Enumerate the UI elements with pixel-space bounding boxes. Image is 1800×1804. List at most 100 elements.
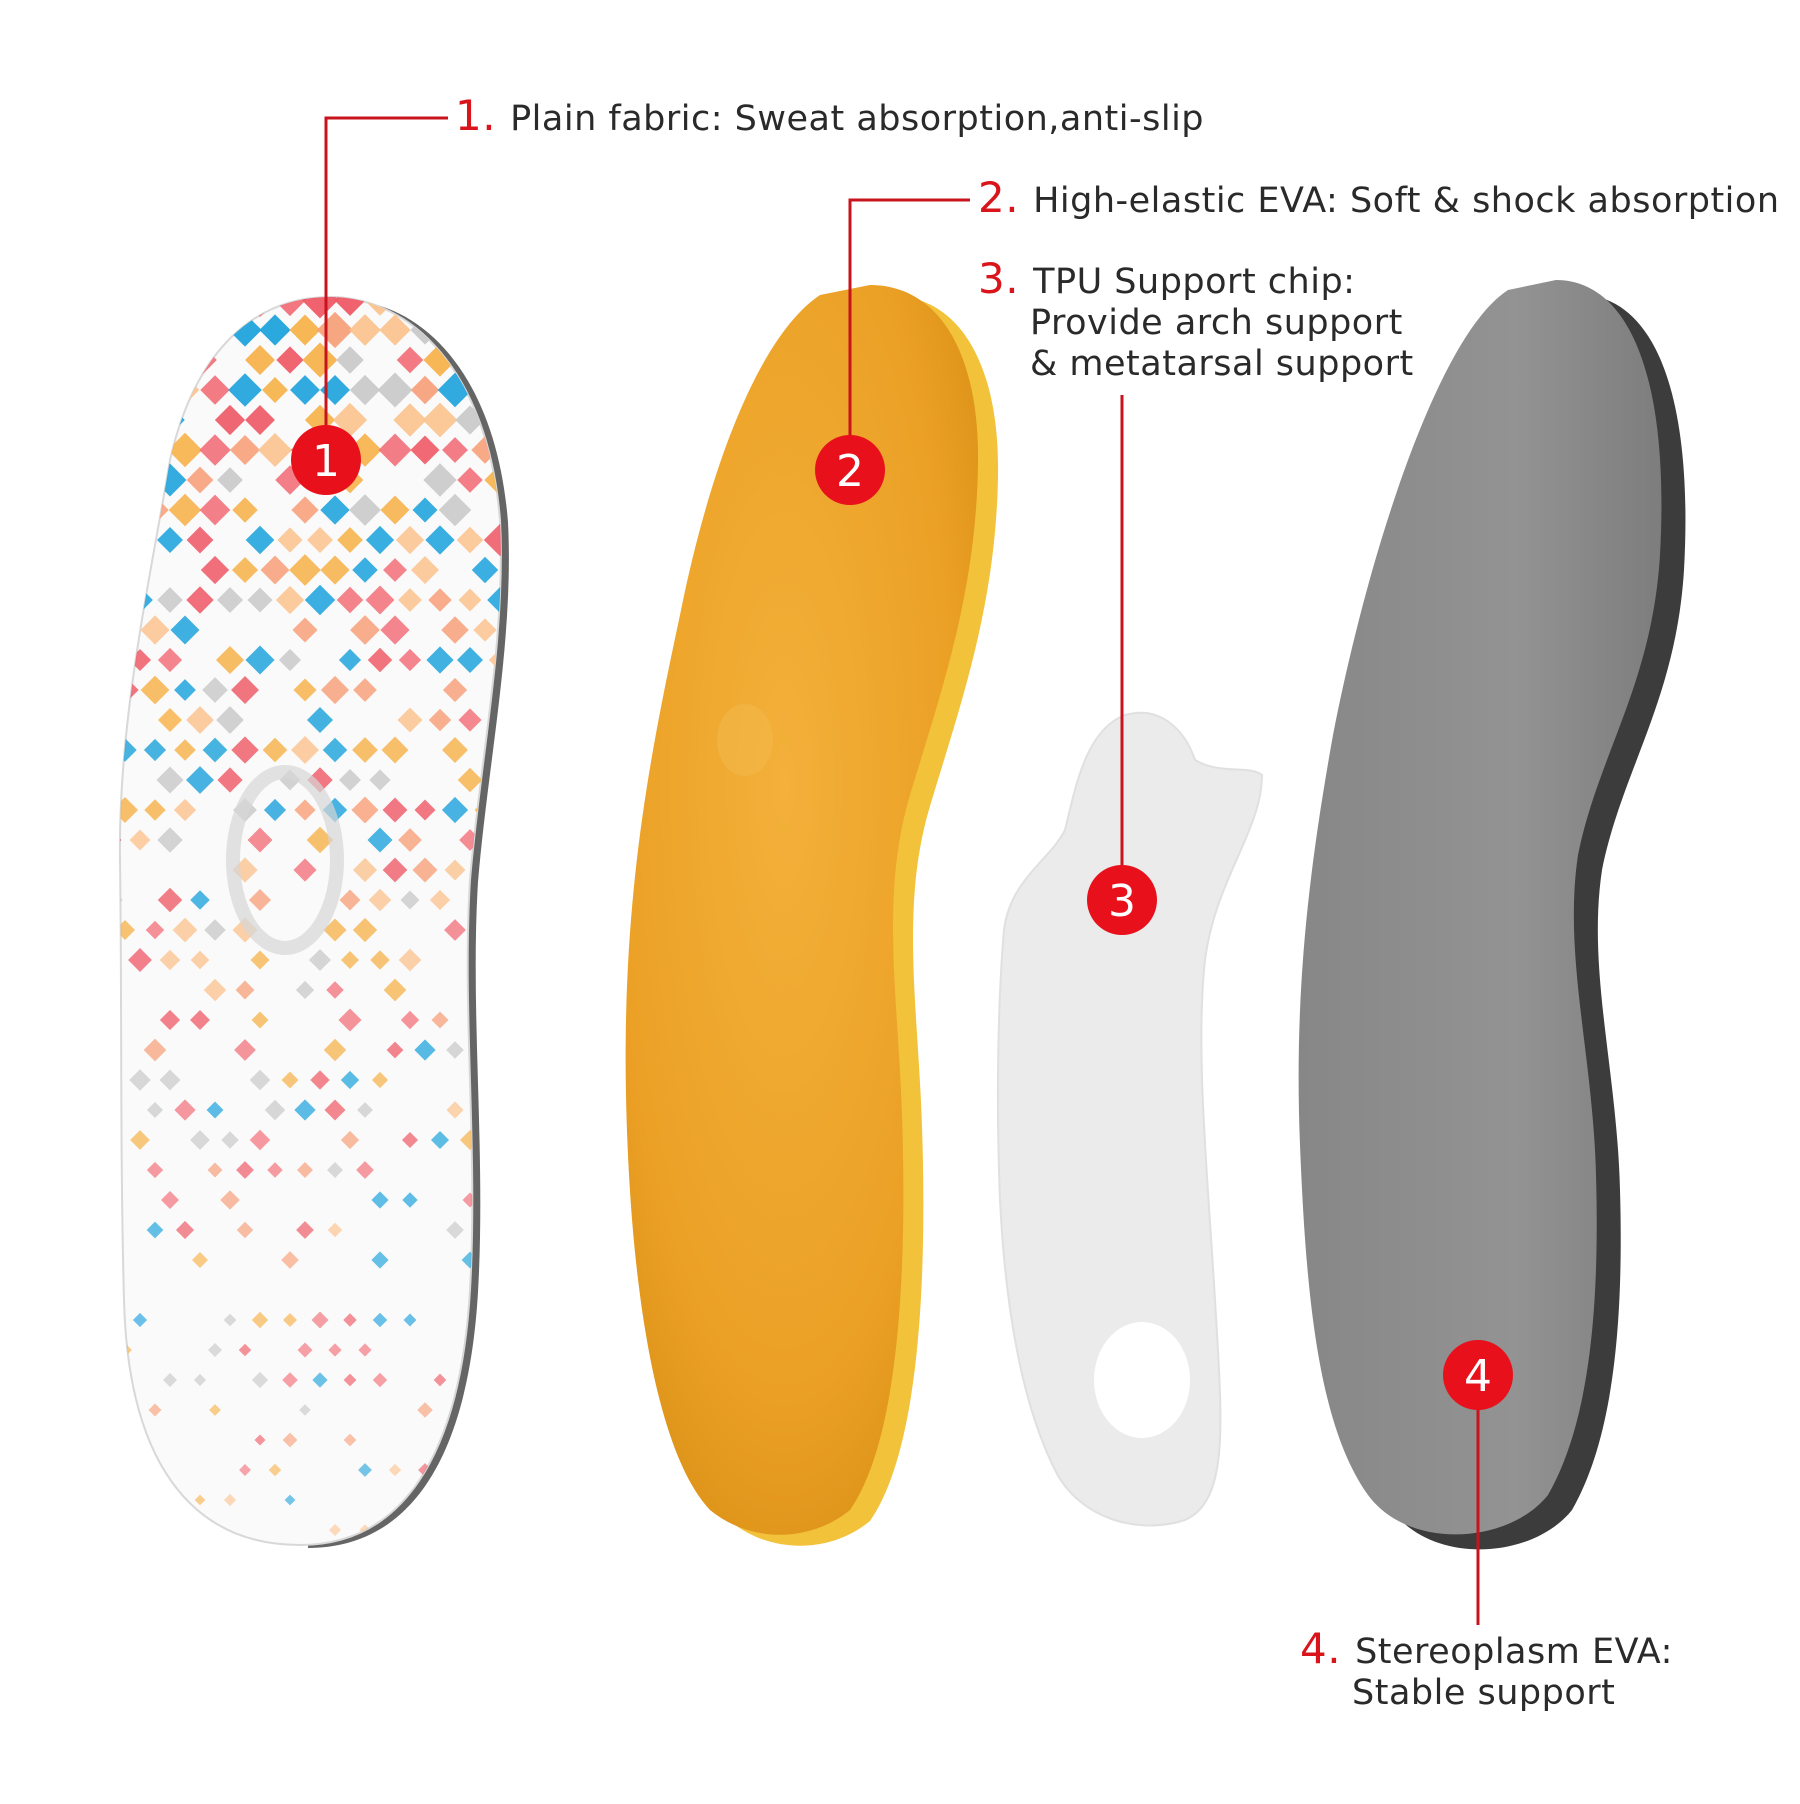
pattern-diamond — [349, 374, 381, 406]
pattern-diamond — [336, 586, 364, 614]
pattern-diamond — [323, 1038, 347, 1062]
pattern-diamond — [143, 1038, 167, 1062]
pattern-diamond — [343, 1313, 357, 1327]
pattern-diamond — [119, 314, 141, 346]
pattern-diamond — [245, 645, 275, 675]
pattern-diamond — [141, 376, 169, 404]
pattern-diamond — [174, 739, 196, 761]
pattern-diamond — [425, 525, 455, 555]
badge-2-label: 2 — [836, 446, 864, 497]
pattern-diamond — [119, 648, 122, 672]
pattern-diamond — [251, 1311, 269, 1329]
pattern-diamond — [336, 346, 364, 374]
pattern-diamond — [275, 585, 305, 615]
pattern-diamond — [247, 587, 273, 613]
pattern-diamond — [320, 675, 350, 705]
pattern-diamond — [250, 950, 270, 970]
pattern-diamond — [229, 434, 261, 466]
pattern-diamond — [292, 617, 318, 643]
pattern-diamond — [414, 799, 436, 821]
pattern-diamond — [402, 1192, 418, 1208]
pattern-diamond — [412, 857, 438, 883]
pattern-diamond — [320, 495, 350, 525]
pattern-diamond — [382, 797, 408, 823]
pattern-diamond — [396, 346, 424, 374]
pattern-diamond — [389, 1524, 401, 1536]
pattern-diamond — [433, 1373, 447, 1387]
pattern-diamond — [278, 648, 302, 672]
pattern-diamond — [471, 556, 499, 584]
pattern-diamond — [167, 432, 203, 468]
badge-1: 1 — [291, 425, 361, 495]
pattern-diamond — [412, 497, 438, 523]
pattern-diamond — [282, 1432, 298, 1448]
pattern-diamond — [140, 675, 170, 705]
pattern-diamond — [365, 585, 395, 615]
pattern-diamond — [159, 1069, 181, 1091]
pattern-diamond — [231, 736, 259, 764]
pattern-diamond — [259, 314, 291, 346]
pattern-diamond — [486, 346, 501, 374]
pattern-diamond — [145, 920, 165, 940]
pattern-diamond — [146, 1221, 164, 1239]
pattern-diamond — [236, 1221, 254, 1239]
pattern-diamond — [423, 463, 457, 497]
pattern-diamond — [379, 314, 411, 346]
pattern-diamond — [403, 1313, 417, 1327]
pattern-diamond — [119, 466, 124, 494]
pattern-diamond — [128, 948, 152, 972]
pattern-diamond — [457, 467, 483, 493]
pattern-diamond — [235, 980, 255, 1000]
pattern-diamond — [194, 1494, 206, 1506]
pattern-diamond — [217, 467, 243, 493]
pattern-diamond — [398, 588, 422, 612]
pattern-diamond — [124, 524, 156, 556]
pattern-diamond — [311, 1311, 329, 1329]
pattern-diamond — [358, 1343, 372, 1357]
pattern-diamond — [343, 1433, 357, 1447]
pattern-diamond — [134, 1434, 146, 1446]
callout-4-number: 4. — [1300, 1624, 1342, 1673]
pattern-diamond — [352, 857, 378, 883]
pattern-diamond — [479, 1524, 491, 1536]
callout-2: 2.High-elastic EVA: Soft & shock absorpt… — [978, 177, 1780, 222]
pattern-diamond — [190, 1010, 210, 1030]
pattern-diamond — [444, 919, 466, 941]
pattern-diamond — [186, 586, 214, 614]
pattern-diamond — [142, 437, 168, 463]
pattern-diamond — [249, 889, 271, 911]
pattern-diamond — [119, 796, 139, 824]
pattern-diamond — [129, 829, 151, 851]
pattern-diamond — [216, 297, 244, 314]
pattern-diamond — [186, 706, 214, 734]
pattern-diamond — [320, 375, 350, 405]
pattern-diamond — [221, 1131, 239, 1149]
pattern-diamond — [483, 523, 501, 557]
pattern-diamond — [429, 889, 451, 911]
pattern-diamond — [228, 313, 262, 347]
pattern-diamond — [119, 1464, 131, 1476]
pattern-diamond — [156, 766, 184, 794]
pattern-diamond — [455, 297, 485, 315]
callout-lines — [324, 116, 1480, 1625]
pattern-diamond — [339, 889, 361, 911]
pattern-diamond — [479, 1464, 491, 1476]
pattern-diamond — [204, 919, 226, 941]
pattern-diamond — [290, 375, 320, 405]
callout-2-number: 2. — [978, 173, 1020, 222]
pattern-diamond — [371, 1071, 389, 1089]
pattern-diamond — [236, 1161, 254, 1179]
pattern-diamond — [199, 434, 231, 466]
pattern-diamond — [119, 919, 136, 941]
pattern-diamond — [327, 1162, 343, 1178]
pattern-diamond — [351, 796, 379, 824]
pattern-diamond — [478, 1403, 492, 1417]
pattern-diamond — [328, 1343, 342, 1357]
pattern-diamond — [119, 343, 127, 377]
pattern-diamond — [456, 526, 484, 554]
pattern-diamond — [400, 890, 420, 910]
pattern-diamond — [493, 1433, 501, 1447]
pattern-diamond — [289, 554, 321, 586]
